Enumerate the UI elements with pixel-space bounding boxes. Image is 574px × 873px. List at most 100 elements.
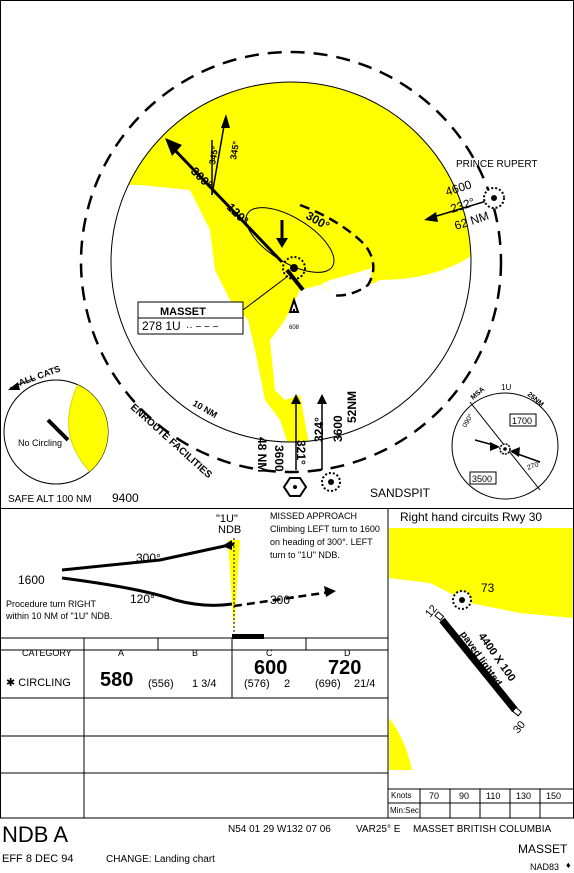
- ab-mda: 580: [100, 669, 134, 691]
- aerodrome-land-bottom: [389, 718, 412, 770]
- circling-runway: [46, 418, 70, 442]
- profile-alt-1600: 1600: [18, 573, 45, 587]
- c-haa: (576): [244, 678, 270, 690]
- bearing-345-b: 345°: [228, 140, 241, 160]
- msa-1700: 1700: [512, 416, 532, 426]
- bearing-345-a: 345°: [207, 145, 220, 165]
- procedure-track: [299, 203, 375, 297]
- ring-10nm-label: 10 NM: [191, 398, 219, 420]
- dist-52nm: 52NM: [345, 391, 359, 423]
- profile-inbound: [233, 590, 331, 608]
- sandspit-label: SANDSPIT: [370, 486, 431, 500]
- c-vis: 2: [284, 678, 291, 690]
- rwy30-label: 30: [511, 719, 528, 736]
- airport-name: MASSET: [518, 842, 568, 856]
- magnetic-variation: VAR25° E: [356, 824, 401, 835]
- d-mda: 720: [328, 657, 362, 679]
- alt-3600-b: 3600: [331, 415, 345, 442]
- safe-alt-label: SAFE ALT 100 NM: [8, 494, 92, 505]
- runway-end-12: [434, 611, 445, 621]
- ndb-morse: ·· − − −: [186, 322, 219, 333]
- aerodrome-title: Right hand circuits Rwy 30: [400, 510, 542, 524]
- speed-130: 130: [516, 791, 532, 801]
- c-mda: 600: [254, 657, 288, 679]
- runway-plan: [285, 268, 305, 292]
- profile-brg-120: 120°: [130, 592, 155, 606]
- plan-view: PRINCE RUPERT 4600 232° 62 NM 300° 120° …: [0, 0, 574, 509]
- water-inlet: [320, 268, 372, 293]
- knots-label: Knots: [391, 791, 412, 800]
- dist-48nm: 48 NM: [255, 437, 269, 472]
- inbound-arrowhead: [276, 238, 288, 248]
- ring-enroute: [79, 50, 503, 474]
- speed-70: 70: [429, 791, 440, 801]
- crs-324: 324°: [312, 417, 326, 442]
- runway-end-30: [512, 706, 523, 717]
- profile-brg-300-lower: 300°: [270, 593, 295, 607]
- msa-box-3500: [469, 471, 497, 485]
- msa-3500: 3500: [472, 474, 492, 484]
- aerodrome-elev: 73: [481, 581, 495, 595]
- sandspit-ndb: [321, 472, 341, 492]
- cat-a: A: [118, 648, 125, 658]
- sandspit-vortac: [282, 477, 308, 497]
- circling-text: CIRCLING: [18, 677, 71, 689]
- alt-3600-a: 3600: [272, 445, 286, 472]
- aerodrome-runway: [439, 617, 518, 713]
- speed-110: 110: [486, 791, 501, 801]
- circling-icon: ✱: [6, 677, 16, 689]
- arrow-321: [291, 394, 301, 404]
- profile-outbound: [61, 542, 235, 572]
- arrow-345-a: [221, 114, 230, 128]
- track-prince-rupert: [429, 199, 491, 219]
- location: MASSET BRITISH COLUMBIA: [413, 824, 552, 835]
- prince-rupert-label: PRINCE RUPERT: [456, 159, 538, 170]
- category-header: CATEGORY: [22, 648, 72, 658]
- d-vis: 21/4: [354, 678, 376, 690]
- safe-alt-value: 9400: [112, 491, 139, 505]
- arrow-prince-rupert: [424, 212, 438, 222]
- missed-approach-text: Climbing LEFT turn to 1600 on heading of…: [270, 524, 380, 560]
- cat-c: C: [266, 648, 273, 658]
- ndb-frequency: 278 1U: [142, 319, 181, 333]
- d-haa: (696): [315, 678, 341, 690]
- minsec-label: Min:Sec: [390, 806, 419, 815]
- arrow-nw: [165, 138, 182, 156]
- profile-ndb-sub: NDB: [218, 524, 241, 536]
- ab-vis: 1 3/4: [192, 678, 217, 690]
- no-circling-label: No Circling: [18, 438, 62, 448]
- track-345-a: [211, 119, 226, 196]
- profile-brg-300-upper: 300°: [136, 551, 161, 565]
- crs-321: 321°: [294, 440, 308, 465]
- procedure-turn-note: Procedure turn RIGHT within 10 NM of "1U…: [6, 599, 113, 621]
- aerodrome-ndb: [452, 590, 472, 610]
- track-300-nw: [168, 143, 284, 264]
- ndb-profile-bar: [232, 634, 264, 639]
- msa-1u: 1U: [501, 383, 511, 392]
- msa-box-1700: [509, 413, 537, 427]
- enroute-label: ENROUTE FACILITIES: [128, 402, 214, 481]
- speed-90: 90: [459, 791, 470, 801]
- arrow-324: [317, 394, 327, 404]
- coordinates: N54 01 29 W132 07 06: [228, 824, 331, 835]
- profile-procedure: [61, 576, 233, 607]
- cat-b: B: [192, 648, 199, 658]
- ring-10nm: [110, 81, 472, 443]
- ab-haa: (556): [148, 678, 174, 690]
- lower-section: 12 30 4400 X 100 paved lighted 73 Right …: [0, 508, 574, 819]
- land-mass: [111, 82, 471, 442]
- north-arrow-icon: ♦: [566, 860, 571, 870]
- profile-ndb-label: "1U": [216, 513, 238, 525]
- cat-d: D: [344, 648, 351, 658]
- circling-label: ✱ CIRCLING: [6, 676, 71, 689]
- prince-rupert-ndb: [483, 187, 505, 209]
- change-note: CHANGE: Landing chart: [106, 854, 215, 865]
- datum: NAD83: [530, 862, 560, 872]
- elevation-608: 608: [289, 325, 300, 331]
- approach-title: NDB A: [2, 822, 69, 847]
- aerodrome-land-top: [389, 528, 573, 618]
- obstruction-icon: [288, 296, 300, 313]
- ndb-callout-line: [242, 275, 289, 311]
- effective-date: EFF 8 DEC 94: [2, 853, 74, 865]
- missed-approach-title: MISSED APPROACH: [270, 511, 358, 521]
